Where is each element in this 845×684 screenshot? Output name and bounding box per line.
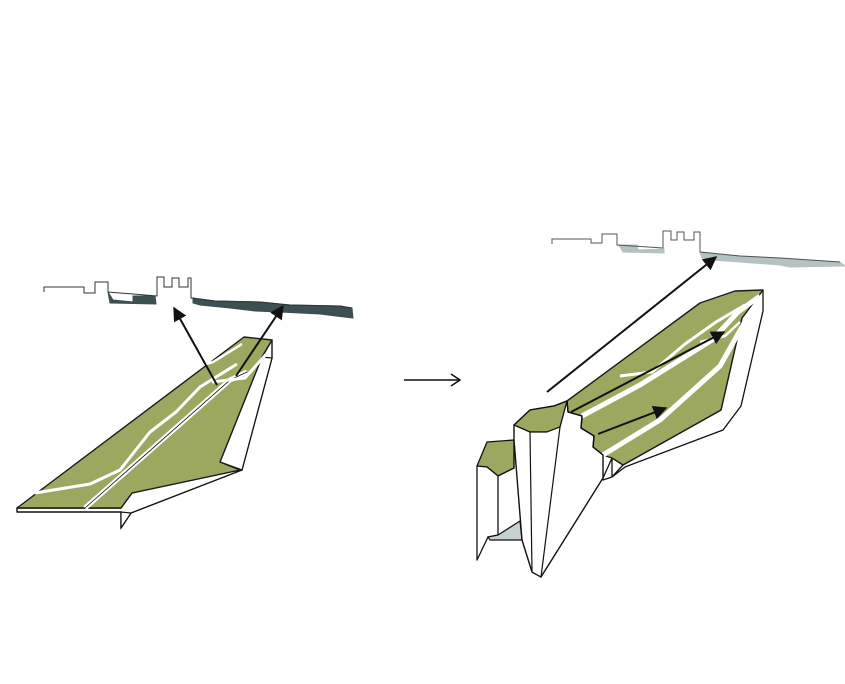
proposed-tower-block [476, 400, 604, 578]
transition-arrow [404, 373, 462, 387]
existing-view-arrows [173, 304, 284, 386]
existing-condition-panel [16, 276, 354, 530]
proposed-view-arrows [546, 256, 726, 435]
proposed-condition-panel [476, 230, 845, 578]
proposed-skyline [551, 230, 845, 268]
existing-skyline [43, 276, 354, 319]
existing-terrain-block [16, 336, 273, 530]
